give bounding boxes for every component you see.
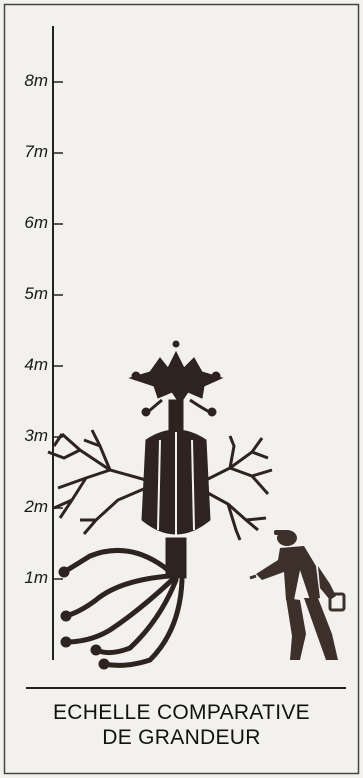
scale-tick-label: 7m (4, 143, 48, 161)
creature-crown-bulb-right (212, 372, 220, 380)
diver-torso (256, 546, 320, 600)
scale-tick-label: 2m (4, 498, 48, 516)
scale-tick-label: 8m (4, 72, 48, 90)
diver-helmet-brim (274, 530, 288, 535)
creature-crown-tip (173, 341, 179, 347)
creature-crown (130, 352, 222, 404)
diagram-caption: ECHELLE COMPARATIVE DE GRANDEUR (0, 700, 363, 750)
diver-pointing-hand (250, 576, 256, 578)
creature-crown-bulb-left (132, 372, 140, 380)
scale-tick-label: 3m (4, 427, 48, 445)
diver-silhouette (250, 530, 344, 660)
scale-tick-label: 1m (4, 569, 48, 587)
creature-left-arm (48, 430, 146, 534)
scale-tick-label: 5m (4, 285, 48, 303)
caption-line-2: DE GRANDEUR (0, 725, 363, 750)
creature-right-arm (206, 436, 272, 540)
creature-tentacles (64, 550, 182, 665)
diver-left-leg (286, 598, 306, 660)
caption-line-1: ECHELLE COMPARATIVE (0, 700, 363, 725)
creature-silhouette (48, 341, 272, 669)
diver-right-leg (304, 598, 338, 660)
scale-tick-label: 6m (4, 214, 48, 232)
scale-tick-label: 4m (4, 356, 48, 374)
creature-neck (169, 400, 183, 432)
